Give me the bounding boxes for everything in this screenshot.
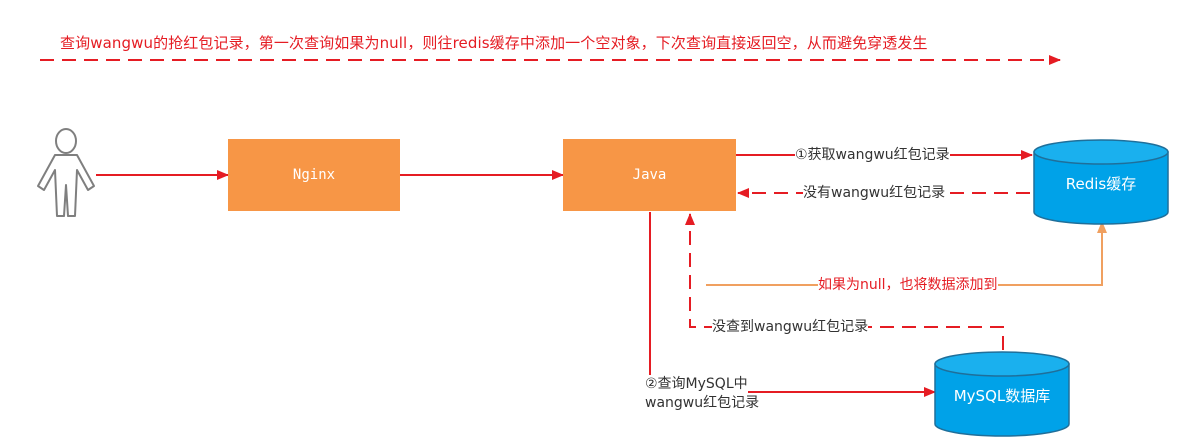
- edge-label-no-record-redis: 没有wangwu红包记录: [803, 184, 946, 202]
- mysql-node-label: MySQL数据库: [953, 386, 1051, 405]
- java-to-mysql-arrow: [649, 212, 936, 397]
- edge-label-get-redis: ①获取wangwu红包记录: [795, 146, 950, 164]
- mysql-cylinder: [934, 351, 1070, 437]
- diagram-title: 查询wangwu的抢红包记录，第一次查询如果为null，则往redis缓存中添加…: [60, 34, 928, 52]
- edge-label-add-if-null: 如果为null，也将数据添加到: [818, 276, 998, 294]
- java-node: Java: [563, 139, 736, 211]
- redis-cylinder: [1033, 139, 1169, 225]
- redis-node-label: Redis缓存: [1065, 174, 1137, 193]
- edge-label-query-mysql-line2: wangwu红包记录: [645, 394, 760, 412]
- person-icon: [37, 128, 95, 217]
- nginx-node: Nginx: [228, 139, 400, 211]
- edge-label-query-mysql-line1: ②查询MySQL中: [645, 375, 748, 393]
- edge-label-no-record-mysql: 没查到wangwu红包记录: [712, 318, 869, 336]
